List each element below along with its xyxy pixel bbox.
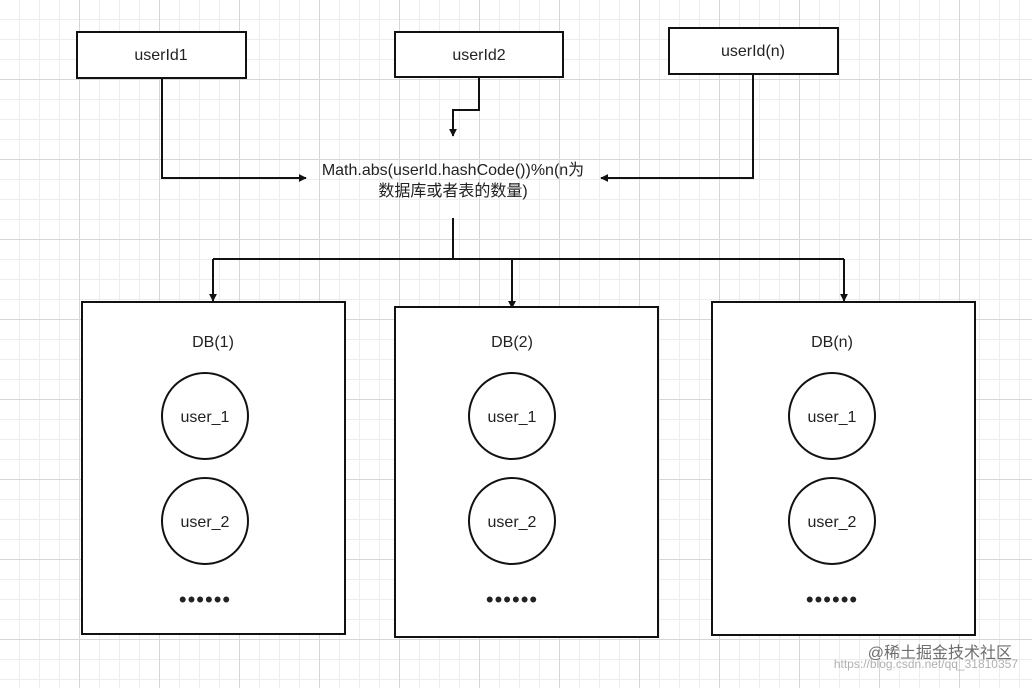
- watermark: https://blog.csdn.net/qq_31810357 @稀土掘金技…: [834, 644, 1018, 671]
- user-node: [788, 372, 876, 460]
- input-label-2: userId2: [452, 47, 505, 64]
- connector-input-1: [161, 78, 307, 182]
- user-node: [161, 477, 249, 565]
- database-2: DB(2) user_1 user_2 ••••••: [394, 306, 659, 638]
- more-indicator: ••••••: [806, 587, 858, 612]
- user-label: user_1: [488, 409, 537, 426]
- input-box-n: userId(n): [668, 27, 839, 75]
- database-title: DB(2): [491, 334, 533, 351]
- user-node: [468, 372, 556, 460]
- user-label: user_2: [488, 514, 537, 531]
- input-label-1: userId1: [134, 47, 187, 64]
- connector-input-n: [600, 74, 754, 182]
- user-label: user_2: [181, 514, 230, 531]
- user-label: user_1: [181, 409, 230, 426]
- formula-line-1: Math.abs(userId.hashCode())%n(n为: [322, 161, 584, 179]
- user-label: user_2: [808, 514, 857, 531]
- user-node: [161, 372, 249, 460]
- user-node: [788, 477, 876, 565]
- database-title: DB(1): [192, 334, 234, 351]
- input-box-1: userId1: [76, 31, 247, 79]
- database-1: DB(1) user_1 user_2 ••••••: [81, 301, 346, 635]
- user-node: [468, 477, 556, 565]
- more-indicator: ••••••: [179, 587, 231, 612]
- input-label-n: userId(n): [721, 43, 785, 60]
- watermark-url: https://blog.csdn.net/qq_31810357: [834, 657, 1018, 671]
- formula-line-2: 数据库或者表的数量): [378, 182, 527, 200]
- connector-input-2: [449, 77, 480, 137]
- hash-formula: Math.abs(userId.hashCode())%n(n为 数据库或者表的…: [322, 161, 584, 200]
- database-n: DB(n) user_1 user_2 ••••••: [711, 301, 976, 636]
- database-title: DB(n): [811, 334, 853, 351]
- more-indicator: ••••••: [486, 587, 538, 612]
- user-label: user_1: [808, 409, 857, 426]
- input-box-2: userId2: [394, 31, 564, 78]
- watermark-brand: @稀土掘金技术社区: [868, 644, 1012, 662]
